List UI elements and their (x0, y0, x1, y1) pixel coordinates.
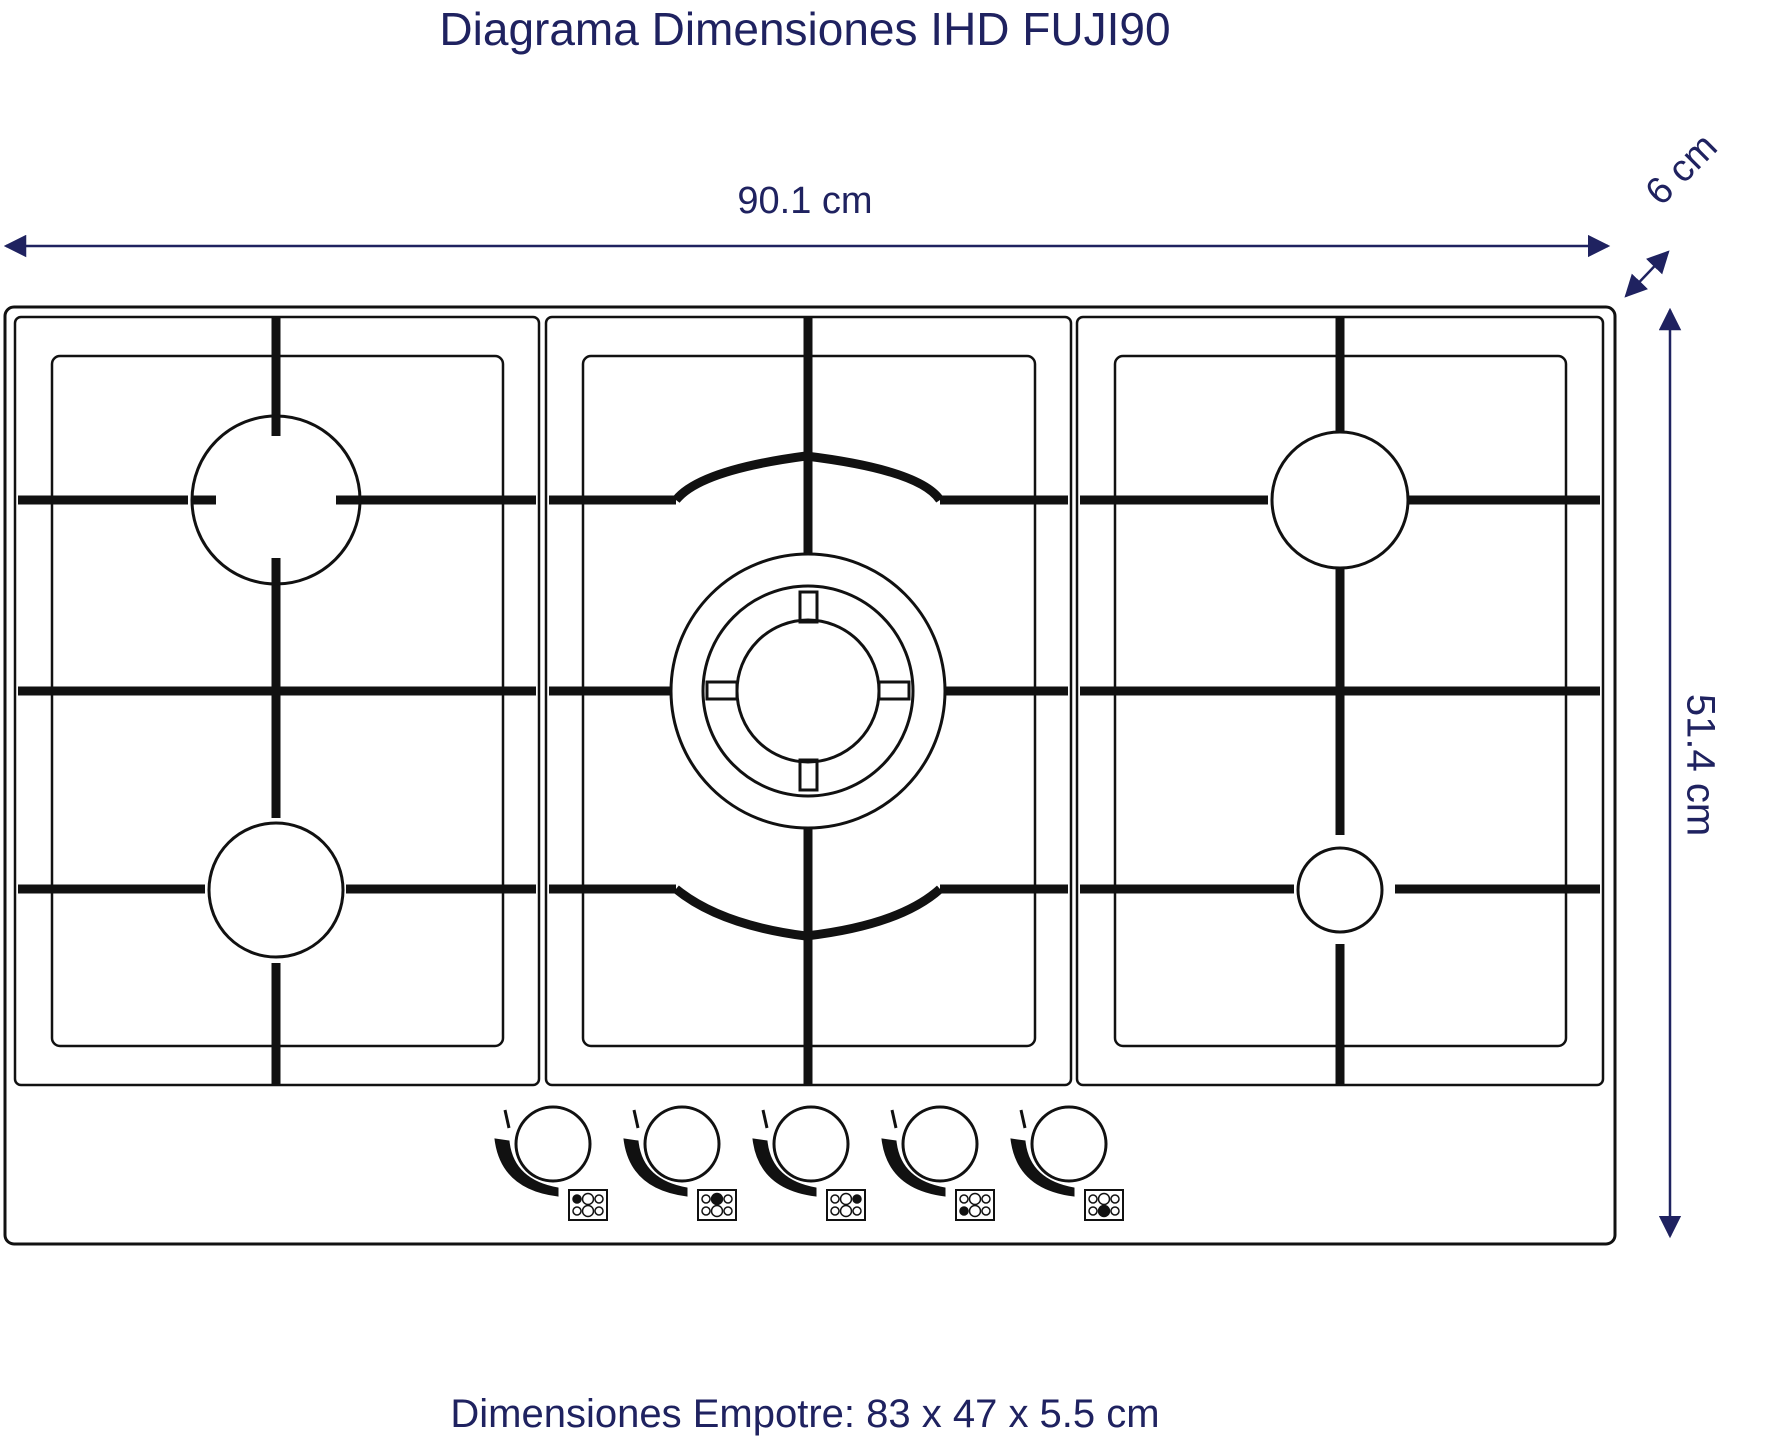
burner-layout-icon (697, 1189, 737, 1221)
cooktop-outline (3, 305, 1617, 1246)
depth-arrow (1624, 250, 1670, 298)
burner-center-wok (669, 552, 947, 830)
knob-dial (901, 1105, 979, 1183)
knob-dial (643, 1105, 721, 1183)
knob-tick (761, 1109, 769, 1129)
knob-indicator-arc (494, 1138, 559, 1197)
dimension-arrows (3, 234, 1682, 1239)
control-knob (1010, 1105, 1124, 1221)
knob-tick (503, 1109, 511, 1129)
burners (190, 414, 1410, 959)
knob-tick (890, 1109, 898, 1129)
knob-dial (514, 1105, 592, 1183)
burner-layout-icon (568, 1189, 608, 1221)
knob-tick (632, 1109, 640, 1129)
control-knob (752, 1105, 866, 1221)
knob-dial (1030, 1105, 1108, 1183)
cutout-dimensions-label: Dimensiones Empotre: 83 x 47 x 5.5 cm (450, 1392, 1160, 1436)
knob-dial (772, 1105, 850, 1183)
burner-left-rear-bars (192, 416, 360, 584)
control-knob (623, 1105, 737, 1221)
burner-right-front (1296, 846, 1384, 934)
burner-left-front (207, 821, 345, 959)
diagram-title: Diagrama Dimensiones IHD FUJI90 (439, 3, 1171, 55)
burner-layout-icon (826, 1189, 866, 1221)
control-knobs (494, 1105, 1124, 1221)
burner-layout-icon (955, 1189, 995, 1221)
control-knob (881, 1105, 995, 1221)
control-knob (494, 1105, 608, 1221)
width-dimension-label: 90.1 cm (737, 180, 873, 222)
knob-indicator-arc (1010, 1138, 1075, 1197)
knob-indicator-arc (623, 1138, 688, 1197)
knob-indicator-arc (752, 1138, 817, 1197)
burner-layout-icon (1084, 1189, 1124, 1221)
grate-bars (18, 317, 1600, 1085)
knob-indicator-arc (881, 1138, 946, 1197)
burner-right-rear (1270, 430, 1410, 570)
knob-tick (1019, 1109, 1027, 1129)
cooktop (3, 305, 1617, 1246)
